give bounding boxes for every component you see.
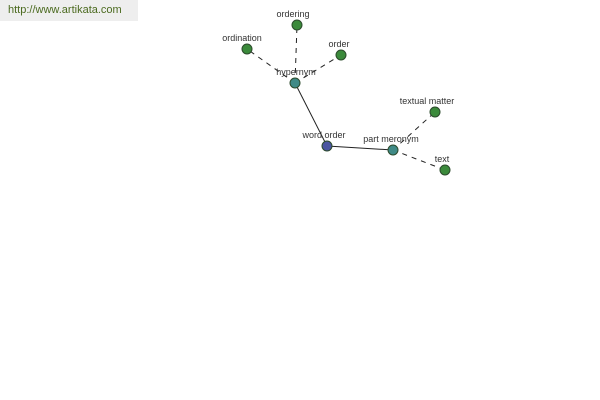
node-dot[interactable] xyxy=(321,140,333,152)
node-ordering[interactable]: ordering xyxy=(276,9,310,31)
node-order[interactable]: order xyxy=(328,39,350,61)
edges-layer xyxy=(246,24,446,171)
edge-hypernym-to-order xyxy=(294,54,342,84)
node-dot[interactable] xyxy=(291,19,303,31)
node-hypernym[interactable]: hypernym xyxy=(276,67,316,89)
node-label[interactable]: word order xyxy=(301,130,345,140)
node-text[interactable]: text xyxy=(435,154,451,176)
node-label[interactable]: text xyxy=(435,154,450,164)
node-label[interactable]: hypernym xyxy=(276,67,316,77)
node-dot[interactable] xyxy=(289,77,301,89)
node-dot[interactable] xyxy=(387,144,399,156)
node-ordination[interactable]: ordination xyxy=(222,33,262,55)
node-dot[interactable] xyxy=(429,106,441,118)
edge-part-meronym-to-textual-matter xyxy=(392,111,436,151)
edge-word-order-to-part-meronym xyxy=(326,145,394,151)
node-label[interactable]: order xyxy=(328,39,349,49)
edge-hypernym-to-ordination xyxy=(246,48,296,84)
node-part-meronym[interactable]: part meronym xyxy=(363,134,419,156)
node-dot[interactable] xyxy=(439,164,451,176)
node-dot[interactable] xyxy=(241,43,253,55)
node-label[interactable]: ordering xyxy=(276,9,309,19)
nodes-layer: word order hypernym part meronym ordination… xyxy=(222,9,455,176)
site-url-link[interactable]: http://www.artikata.com xyxy=(0,0,138,21)
node-label[interactable]: textual matter xyxy=(400,96,455,106)
edge-word-order-to-hypernym xyxy=(294,82,328,147)
node-textual-matter[interactable]: textual matter xyxy=(400,96,455,118)
node-label[interactable]: ordination xyxy=(222,33,262,43)
node-label[interactable]: part meronym xyxy=(363,134,419,144)
node-word-order[interactable]: word order xyxy=(301,130,346,152)
node-dot[interactable] xyxy=(335,49,347,61)
